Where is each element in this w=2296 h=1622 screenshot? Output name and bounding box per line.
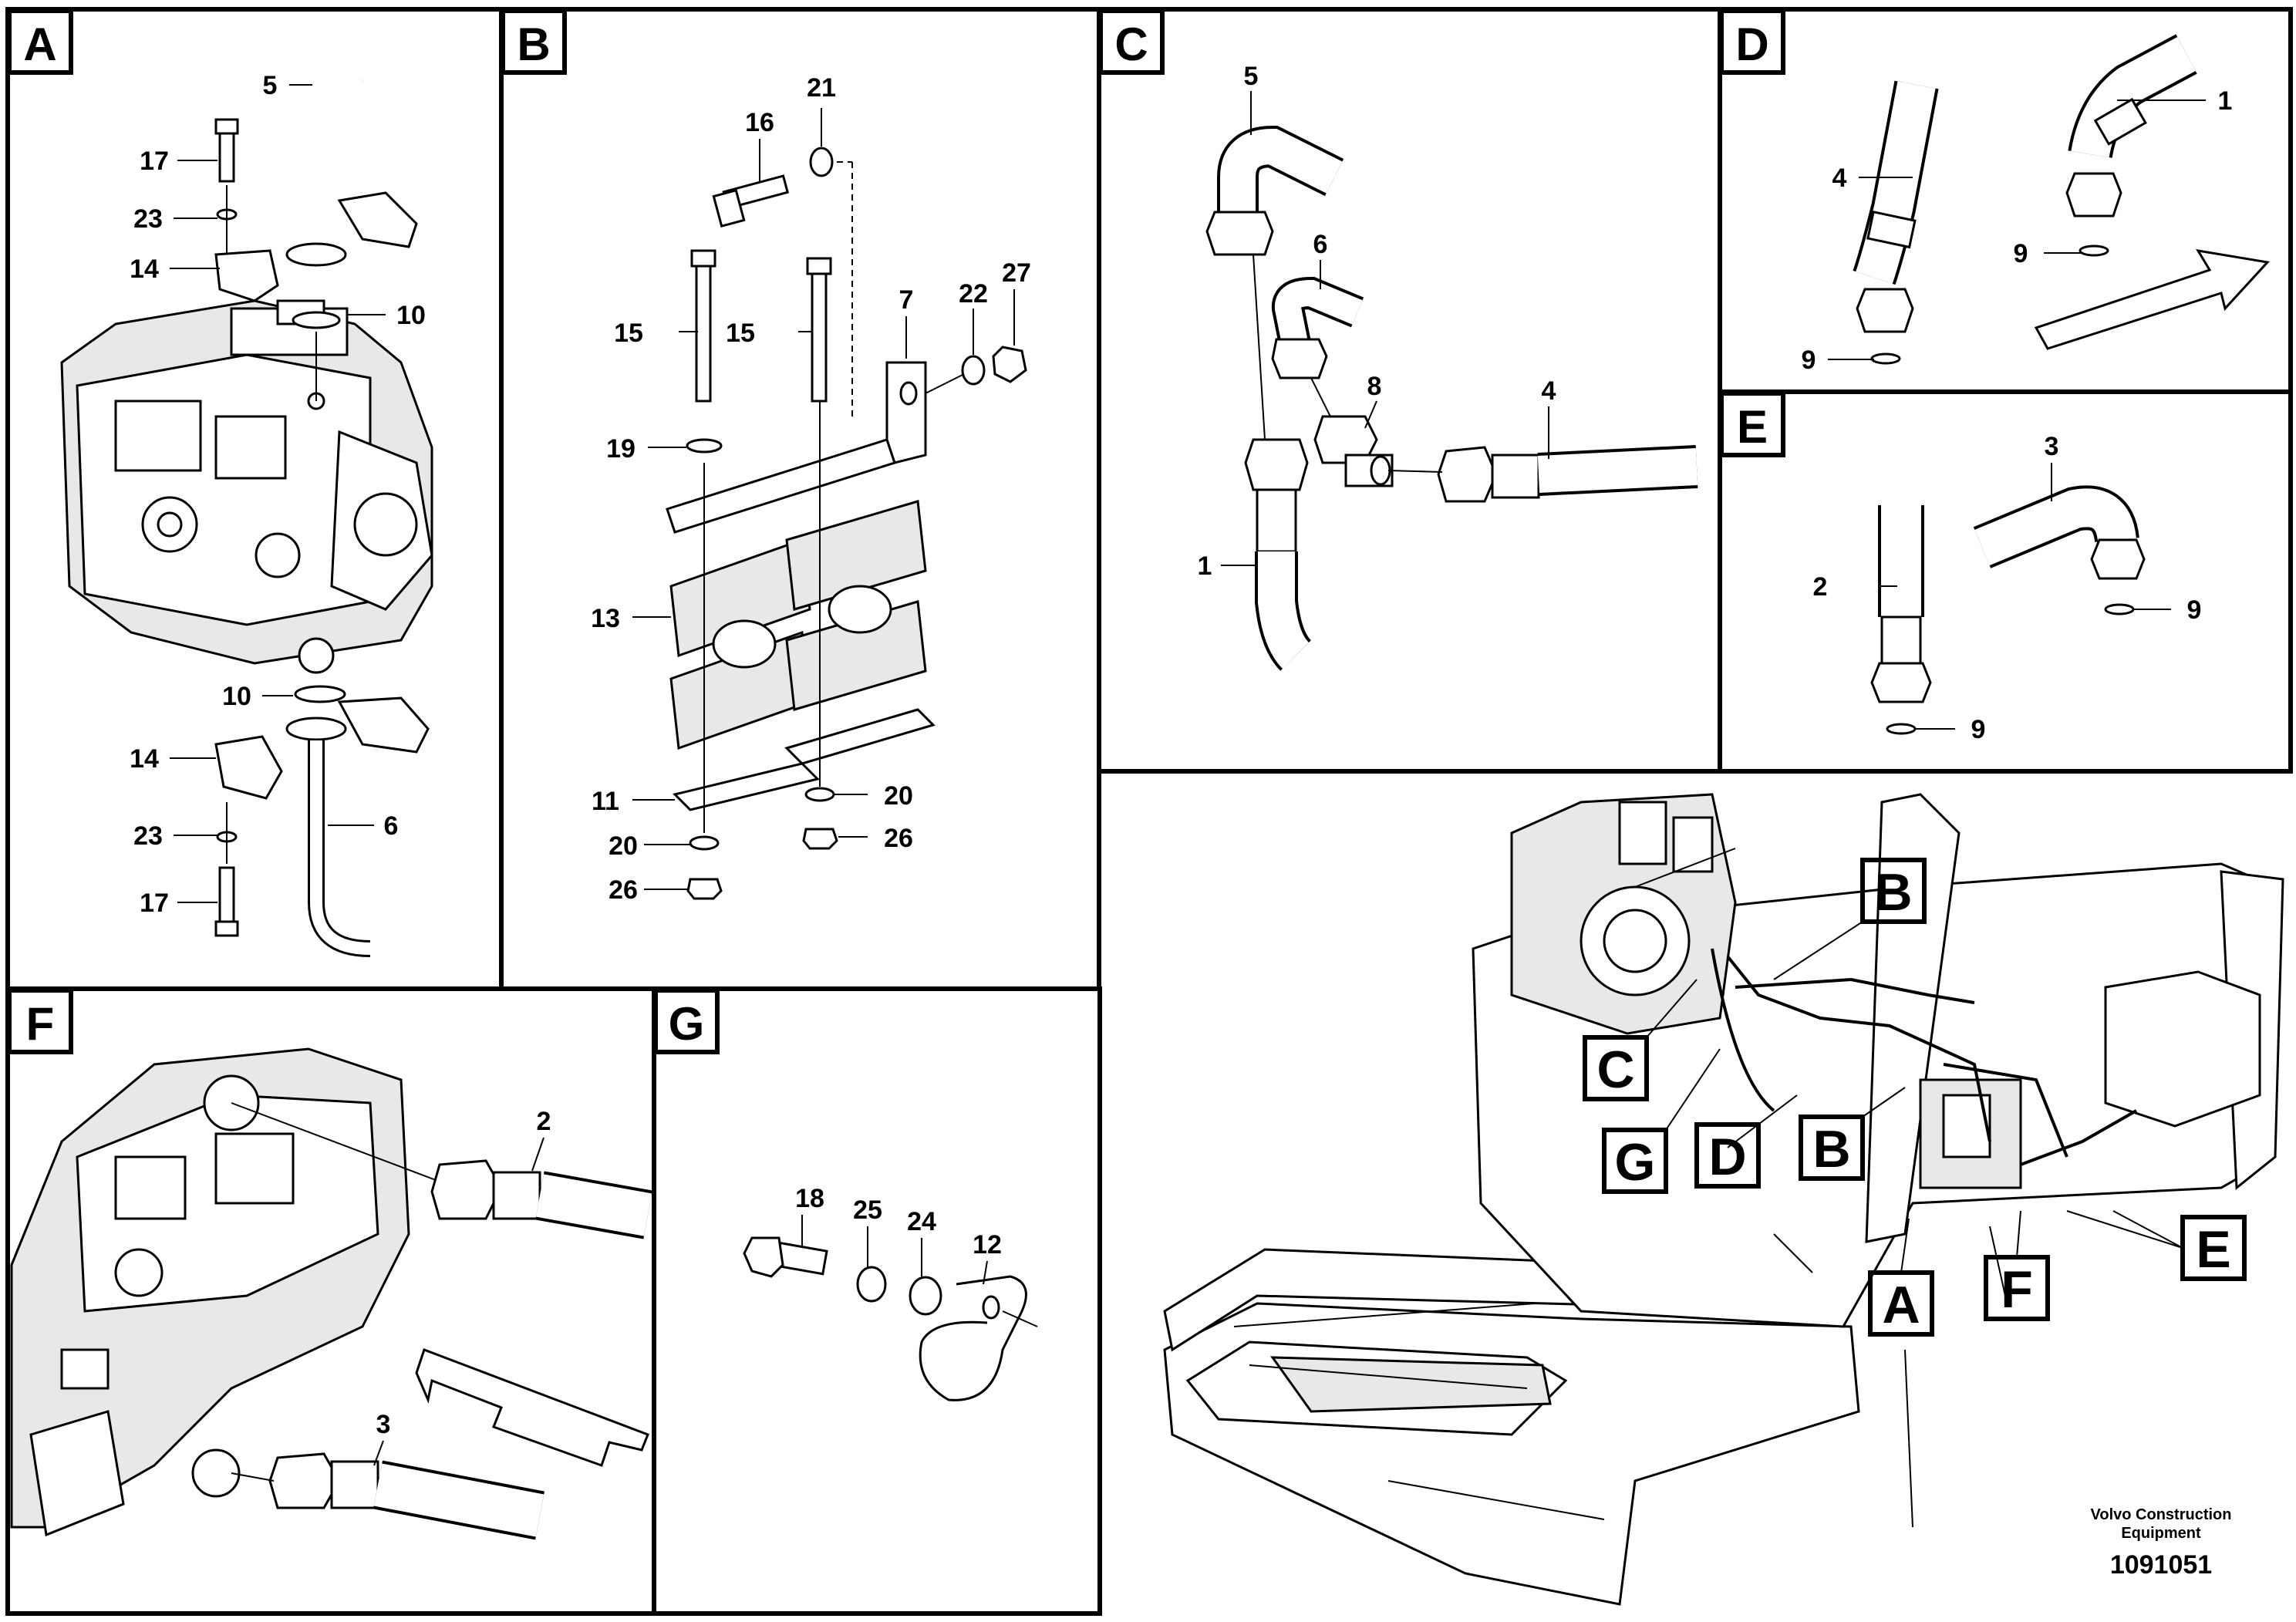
panel-b-drawing	[632, 108, 1027, 900]
callout-21: 21	[807, 73, 836, 103]
callout-10: 10	[396, 301, 426, 330]
callout-15: 15	[726, 319, 755, 348]
footer: Volvo Construction Equipment 1091051	[2091, 1506, 2232, 1580]
callout-14: 14	[130, 255, 159, 284]
callout-19: 19	[606, 434, 636, 464]
panel-label-f: F	[7, 988, 73, 1054]
callout-9: 9	[2014, 239, 2028, 268]
svg-text:A: A	[23, 19, 56, 70]
svg-text:D: D	[1708, 1128, 1746, 1186]
callout-25: 25	[853, 1195, 882, 1225]
callout-14: 14	[130, 744, 159, 774]
overview-pointer-lines	[1646, 921, 2183, 1273]
panel-f-drawing	[10, 1047, 652, 1540]
callout-12: 12	[973, 1230, 1002, 1259]
company-line-2: Equipment	[2121, 1525, 2201, 1542]
svg-text:F: F	[2001, 1260, 2033, 1319]
callout-17: 17	[140, 889, 169, 918]
callout-22: 22	[959, 279, 988, 309]
panel-frames	[5, 7, 2293, 1616]
callout-11: 11	[592, 787, 619, 816]
overview-label-c: C	[1583, 1035, 1649, 1101]
callout-23: 23	[133, 204, 163, 234]
panel-label-d: D	[1719, 8, 1785, 75]
callout-6: 6	[384, 811, 399, 841]
panel-a-callouts: 5 17 23 14 10 10 14 23 17 6	[130, 71, 426, 918]
overview-label-g: G	[1602, 1128, 1668, 1194]
callout-17: 17	[140, 147, 169, 176]
callout-10: 10	[222, 682, 251, 711]
panel-label-c: C	[1098, 8, 1165, 75]
svg-text:F: F	[26, 998, 55, 1050]
callout-5: 5	[263, 71, 278, 100]
callout-4: 4	[1542, 376, 1556, 406]
panel-label-b: B	[501, 8, 567, 75]
panel-d-drawing	[1828, 34, 2270, 365]
callout-3: 3	[2045, 432, 2059, 461]
company-line-1: Volvo Construction	[2091, 1506, 2232, 1523]
overview-label-a: A	[1868, 1270, 1934, 1337]
drawing-number: 1091051	[2110, 1550, 2212, 1580]
overview-label-d: D	[1694, 1122, 1761, 1189]
callout-1: 1	[2218, 86, 2233, 116]
overview-label-f: F	[1984, 1255, 2050, 1321]
svg-text:E: E	[1737, 401, 1768, 453]
panel-g-callouts: 18 25 24 12	[795, 1184, 1002, 1259]
panel-a-drawing	[60, 76, 433, 957]
panel-e-drawing	[1870, 463, 2171, 735]
callout-9: 9	[1971, 715, 1986, 744]
svg-text:G: G	[1615, 1133, 1656, 1192]
panel-e-callouts: 3 2 9 9	[1813, 432, 2202, 744]
overview-frame-drawing	[1163, 793, 2284, 1606]
panel-label-a: A	[7, 8, 73, 75]
callout-26: 26	[609, 875, 638, 905]
panel-f-callouts: 2 3	[376, 1107, 551, 1439]
panel-c-drawing	[1205, 91, 1698, 671]
callout-9: 9	[1802, 346, 1816, 375]
svg-text:B: B	[517, 19, 550, 70]
panel-g-drawing	[743, 1215, 1038, 1401]
callout-1: 1	[1198, 551, 1212, 581]
callout-24: 24	[907, 1207, 936, 1236]
callout-9: 9	[2187, 595, 2202, 625]
panel-label-g: G	[653, 988, 720, 1054]
callout-8: 8	[1367, 372, 1382, 401]
svg-text:B: B	[1874, 863, 1912, 922]
svg-text:D: D	[1735, 19, 1768, 70]
callout-20: 20	[609, 831, 638, 861]
callout-18: 18	[795, 1184, 824, 1213]
callout-15: 15	[614, 319, 643, 348]
svg-text:B: B	[1812, 1120, 1850, 1179]
callout-26: 26	[884, 824, 913, 853]
overview-label-b2: B	[1799, 1114, 1865, 1181]
callout-23: 23	[133, 821, 163, 851]
svg-text:G: G	[669, 998, 705, 1050]
callout-2: 2	[537, 1107, 551, 1136]
callout-3: 3	[376, 1410, 391, 1439]
svg-text:E: E	[2196, 1220, 2230, 1279]
callout-2: 2	[1813, 572, 1828, 602]
svg-text:C: C	[1596, 1040, 1634, 1099]
svg-text:C: C	[1114, 19, 1148, 70]
overview-label-e: E	[2180, 1215, 2247, 1281]
panel-label-e: E	[1719, 391, 1785, 457]
callout-27: 27	[1002, 258, 1031, 288]
callout-5: 5	[1244, 62, 1259, 91]
svg-text:A: A	[1882, 1276, 1920, 1334]
callout-4: 4	[1832, 164, 1847, 193]
callout-6: 6	[1313, 230, 1328, 259]
overview-label-b: B	[1860, 858, 1927, 924]
callout-13: 13	[591, 604, 620, 633]
callout-16: 16	[745, 108, 774, 137]
callout-7: 7	[899, 285, 914, 315]
panel-c-callouts: 5 6 8 4 1	[1198, 62, 1556, 581]
panel-d-callouts: 4 1 9 9	[1802, 86, 2233, 375]
callout-20: 20	[884, 781, 913, 811]
panel-b-callouts: 21 16 15 15 7 22 27 19 13 11 20 20 26 26	[591, 73, 1031, 905]
